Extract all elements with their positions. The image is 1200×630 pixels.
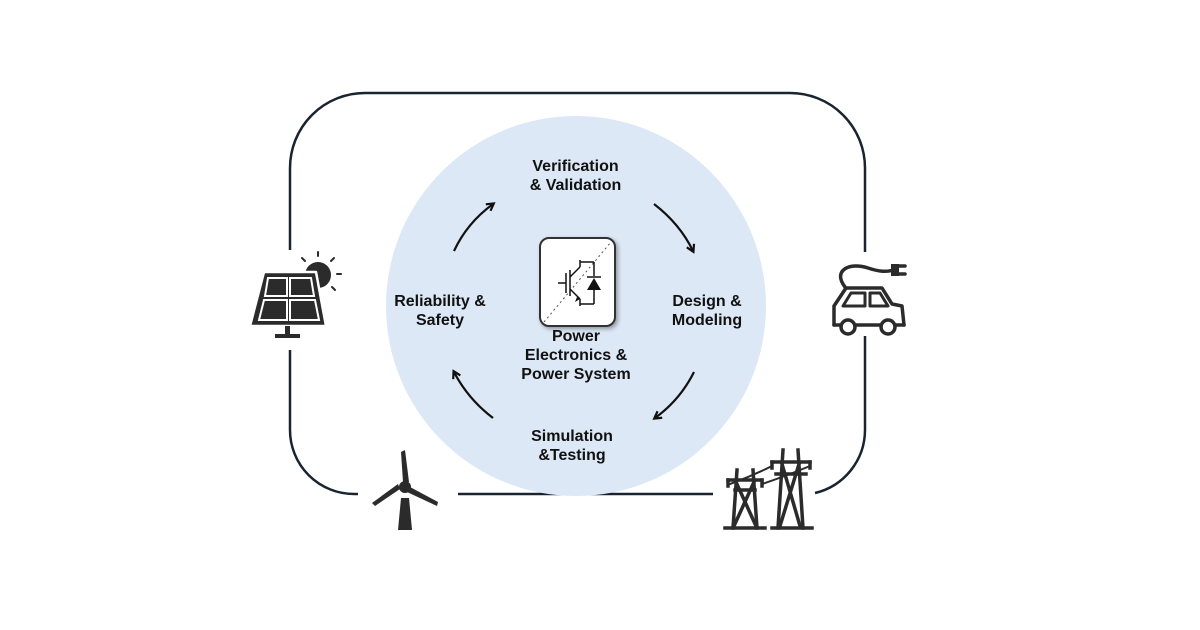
igbt-power-switch-icon — [539, 237, 616, 327]
arrow-to-reliability — [454, 372, 494, 419]
stage-simulation-line-2: &Testing — [538, 447, 606, 464]
center-label-line-2: Electronics & — [524, 347, 628, 364]
center-label: Power Electronics & Power System — [506, 327, 646, 384]
center-label-line-1: Power — [551, 328, 600, 345]
solar-panel-icon — [248, 251, 342, 338]
arrow-to-verification — [453, 204, 493, 252]
electric-car-icon — [832, 264, 907, 336]
stage-verification-label: Verification & Validation — [508, 157, 643, 195]
stage-simulation-label: Simulation &Testing — [508, 427, 636, 465]
stage-design-line-2: Modeling — [671, 312, 743, 329]
stage-verification-line-2: & Validation — [529, 177, 622, 194]
center-label-line-3: Power System — [521, 366, 631, 383]
wind-turbine-icon — [372, 450, 438, 530]
stage-design-label: Design & Modeling — [652, 292, 762, 330]
stage-reliability-line-1: Reliability & — [394, 293, 486, 310]
stage-reliability-line-2: Safety — [415, 312, 465, 329]
arrow-to-simulation — [655, 371, 695, 418]
stage-verification-line-1: Verification — [532, 158, 619, 175]
arrow-to-design — [653, 203, 693, 251]
cycle-arrows — [454, 204, 694, 418]
stage-reliability-label: Reliability & Safety — [380, 292, 500, 330]
stage-simulation-line-1: Simulation — [531, 428, 613, 445]
transmission-tower-icon — [723, 448, 814, 530]
stage-design-line-1: Design & — [672, 293, 742, 310]
